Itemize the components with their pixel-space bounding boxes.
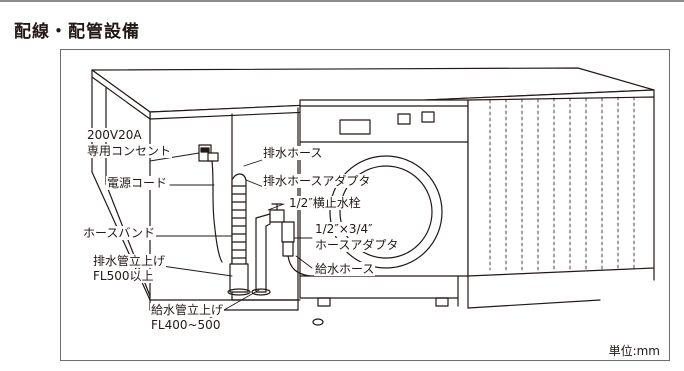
power-cord	[211, 160, 223, 263]
drain-hose-label: 排水ホース	[262, 146, 324, 160]
page-title: 配線・配管設備	[14, 22, 140, 42]
drain-pipe-label-line2: FL500以上	[92, 269, 155, 283]
cabinet-door	[467, 96, 655, 309]
hose-adapter-label-line1: 1/2″×3/4″	[314, 222, 374, 236]
diagram-frame	[60, 49, 670, 361]
unit-note: 単位:mm	[608, 344, 660, 358]
supply-hose-label: 給水ホース	[314, 262, 376, 276]
supply-hose	[287, 255, 311, 277]
power-outlet	[198, 144, 219, 162]
drain-hose	[231, 173, 247, 273]
power-cord-label: 電源コード	[106, 176, 169, 190]
supply-pipe-riser	[251, 203, 295, 296]
drain-pipe-label-line1: 排水管立上げ	[92, 254, 167, 268]
stop-faucet-label: 1/2″横止水栓	[288, 196, 362, 210]
supply-pipe-label-line2: FL400~500	[150, 318, 222, 332]
drain-pipe-riser	[227, 263, 251, 296]
top-divider	[0, 0, 684, 2]
hose-adapter-label-line2: ホースアダプタ	[314, 238, 400, 252]
hose-band-label: ホースバンド	[82, 226, 157, 240]
drain-hose-adapter-label: 排水ホースアダプタ	[262, 174, 372, 188]
supply-pipe-label-line1: 給水管立上げ	[150, 303, 225, 317]
leader-lines	[139, 152, 313, 319]
power-outlet-label-line1: 200V20A	[86, 128, 143, 142]
power-outlet-label-line2: 専用コンセント	[86, 144, 173, 158]
